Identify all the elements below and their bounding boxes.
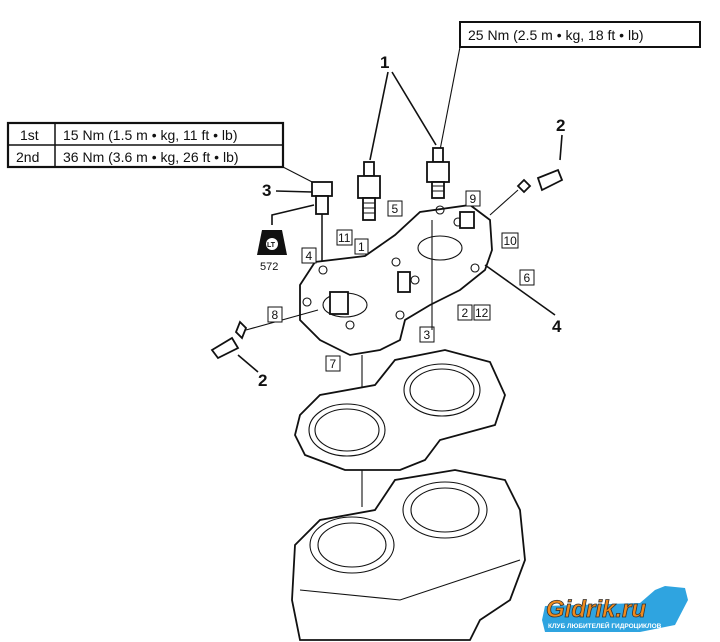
seq-8: 8	[272, 308, 279, 322]
spark-plug-left	[357, 161, 381, 221]
spark-plug-torque-text: 25 Nm (2.5 m • kg, 18 ft • lb)	[468, 27, 644, 43]
spark-plug-right	[426, 147, 450, 199]
bolt-torque-table: 1st 15 Nm (1.5 m • kg, 11 ft • lb) 2nd 3…	[6, 121, 285, 169]
torque-step-1st: 1st	[20, 127, 39, 143]
seq-3: 3	[424, 328, 431, 342]
torque-value-2nd: 36 Nm (3.6 m • kg, 26 ft • lb)	[63, 149, 239, 165]
logo-tagline: КЛУБ ЛЮБИТЕЛЕЙ ГИДРОЦИКЛОВ	[548, 621, 662, 630]
callout-2-top-leader	[559, 134, 563, 161]
torque-leader-line	[439, 46, 461, 151]
hose-bottom	[210, 336, 240, 360]
torque-step-2nd: 2nd	[16, 149, 39, 165]
seq-4: 4	[306, 249, 313, 263]
spark-plug-torque-box: 25 Nm (2.5 m • kg, 18 ft • lb)	[459, 21, 701, 48]
seq-6: 6	[524, 271, 531, 285]
seq-9: 9	[470, 192, 477, 206]
loctite-number: 572	[260, 261, 278, 273]
callout-2-bottom: 2	[258, 371, 267, 390]
gidrik-logo: Gidrik.ru КЛУБ ЛЮБИТЕЛЕЙ ГИДРОЦИКЛОВ	[542, 586, 688, 632]
svg-text:LT: LT	[267, 242, 276, 249]
callout-3: 3	[262, 181, 271, 200]
callout-1-leaders	[369, 71, 437, 161]
clamp-top	[516, 178, 532, 194]
seq-12: 12	[475, 306, 489, 320]
cylinder-head	[299, 204, 493, 356]
seq-2: 2	[462, 306, 469, 320]
seq-10: 10	[504, 234, 518, 248]
seq-7: 7	[330, 357, 337, 371]
head-gasket	[294, 349, 506, 471]
loctite-leader	[271, 204, 315, 225]
seq-11: 11	[338, 231, 351, 245]
callout-2-top: 2	[556, 116, 565, 135]
torque-value-1st: 15 Nm (1.5 m • kg, 11 ft • lb)	[63, 127, 238, 143]
cylinder-block	[291, 469, 526, 641]
callout-4: 4	[552, 317, 562, 336]
clamp-bottom	[234, 320, 248, 340]
seq-1: 1	[358, 240, 365, 254]
callout-1: 1	[380, 53, 389, 72]
hose-top	[536, 168, 564, 192]
tightening-sequence-labels: 5 9 11 1 4 10 6 8 2 12 3 7	[267, 190, 535, 372]
seq-5: 5	[392, 202, 399, 216]
loctite-icon: LT	[257, 230, 287, 255]
head-bolt	[311, 181, 333, 268]
logo-name: Gidrik.ru	[546, 596, 646, 623]
